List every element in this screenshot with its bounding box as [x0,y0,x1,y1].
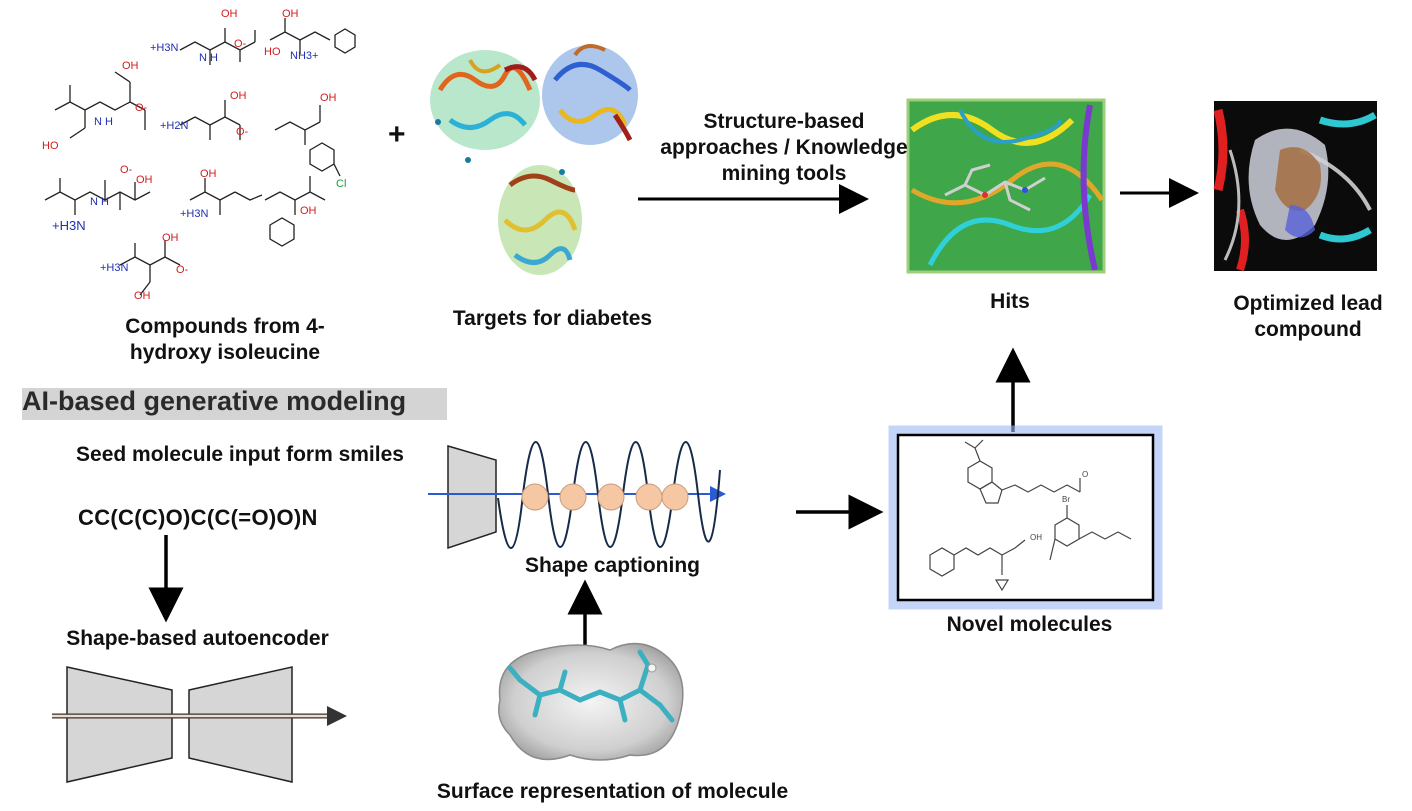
atom-o-minus-3: O- [236,126,249,138]
hits-image [906,98,1106,274]
targets-label: Targets for diabetes [452,307,653,330]
atom-nh-1: N H [199,52,218,64]
atom-h2n-1: +H2N [160,120,189,132]
novel-molecules-box [888,425,1163,610]
atom-o: O [1082,470,1089,479]
shape-captioning-graphic [428,441,726,550]
protein-3 [498,165,582,275]
atom-oh-6: OH [136,174,153,186]
atom-h3n-1: +H3N [150,42,179,54]
structure-4 [179,100,241,140]
atom-oh-8: OH [300,205,317,217]
optimized-lead-image [1213,101,1377,272]
atom-h3n-4: +H3N [100,262,129,274]
ai-section-title: AI-based generative modeling [22,386,407,416]
seed-label: Seed molecule input form smiles [76,443,404,466]
protein-2 [542,44,638,145]
ai-section-banner [22,388,447,420]
atom-o-minus-5: O- [176,264,189,276]
structure-6 [44,178,151,215]
atom-oh-10: OH [134,290,151,302]
protein-targets-image [430,44,638,275]
atom-oh-5: OH [320,92,337,104]
atom-nh3-1: NH3+ [290,50,319,62]
atom-oh-9: OH [162,232,179,244]
atom-n-h-1: N H [94,116,113,128]
novel-molecules-label: Novel molecules [946,613,1113,636]
surface-label: Surface representation of molecule [436,780,789,803]
structure-3 [54,71,146,139]
atom-oh-3: OH [122,60,139,72]
structure-2 [269,18,356,54]
autoencoder-graphic [52,666,347,783]
optimized-label: Optimized lead compound [1233,292,1383,341]
hits-label: Hits [990,290,1030,313]
atom-o-minus-1: O- [234,38,247,50]
atom-oh-4: OH [230,90,247,102]
compounds-label: Compounds from 4-hydroxy isoleucine [125,315,325,364]
atom-br: Br [1062,495,1070,504]
atom-ho-1: HO [264,46,281,58]
compound-structures [44,18,356,296]
atom-n-h-2: N H [90,196,109,208]
protein-1 [430,50,540,163]
plus-sign: + [388,118,406,151]
surface-representation-image [498,642,684,761]
structure-8 [264,176,326,247]
shape-captioning-label: Shape captioning [524,554,700,577]
atom-cl: Cl [336,178,347,190]
atom-ho-2: HO [42,140,59,152]
atom-oh-novel: OH [1030,533,1042,542]
smiles-string: CC(C(C)O)C(C(=O)O)N [78,505,318,530]
atom-h3n-3: +H3N [180,208,209,220]
structure-9 [119,240,181,296]
atom-o-minus-2: O- [135,102,148,114]
approach-label: Structure-based approaches / Knowledge m… [660,110,908,185]
atom-h3n-2: +H3N [52,218,86,233]
atom-oh-1: OH [221,8,238,20]
atom-oh-7: OH [200,168,217,180]
atom-o-minus-4: O- [120,164,133,176]
structure-7 [189,178,263,215]
atom-oh-2: OH [282,8,299,20]
autoencoder-label: Shape-based autoencoder [66,627,329,650]
structure-5 [274,105,341,177]
structure-1 [179,28,256,65]
